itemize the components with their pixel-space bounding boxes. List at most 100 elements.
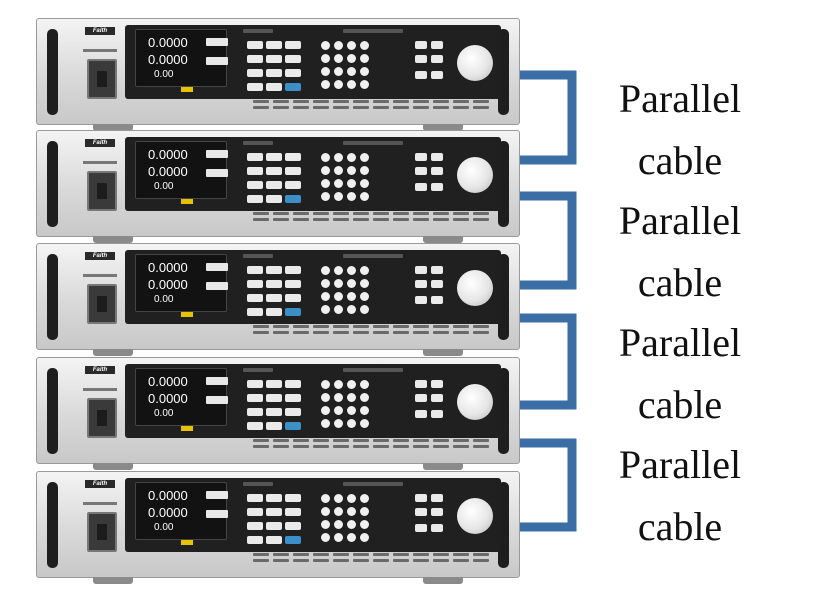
control-button[interactable]	[415, 494, 427, 502]
keypad-button[interactable]	[347, 419, 356, 428]
function-button[interactable]	[247, 408, 263, 416]
function-button[interactable]	[247, 294, 263, 302]
control-button[interactable]	[415, 380, 427, 388]
control-button[interactable]	[415, 508, 427, 516]
keypad-button[interactable]	[347, 533, 356, 542]
keypad-button[interactable]	[334, 80, 343, 89]
keypad-button[interactable]	[321, 380, 330, 389]
keypad-button[interactable]	[360, 179, 369, 188]
function-button[interactable]	[266, 55, 282, 63]
keypad-button[interactable]	[334, 292, 343, 301]
keypad-button[interactable]	[360, 533, 369, 542]
keypad-button[interactable]	[360, 380, 369, 389]
function-button[interactable]	[266, 69, 282, 77]
keypad-button[interactable]	[360, 67, 369, 76]
rotary-knob[interactable]	[457, 270, 493, 306]
keypad-button[interactable]	[334, 520, 343, 529]
keypad-button[interactable]	[321, 266, 330, 275]
keypad-button[interactable]	[347, 292, 356, 301]
keypad-button[interactable]	[360, 192, 369, 201]
control-button[interactable]	[431, 153, 443, 161]
function-button[interactable]	[247, 508, 263, 516]
keypad-button[interactable]	[334, 153, 343, 162]
control-button[interactable]	[415, 266, 427, 274]
keypad-button[interactable]	[321, 192, 330, 201]
keypad-button[interactable]	[334, 54, 343, 63]
keypad-button[interactable]	[360, 393, 369, 402]
keypad-button[interactable]	[347, 279, 356, 288]
keypad-button[interactable]	[321, 54, 330, 63]
function-button[interactable]	[285, 394, 301, 402]
control-button[interactable]	[431, 296, 443, 304]
keypad-button[interactable]	[347, 380, 356, 389]
function-button[interactable]	[285, 408, 301, 416]
power-switch[interactable]	[87, 512, 117, 552]
keypad-button[interactable]	[360, 305, 369, 314]
rotary-knob[interactable]	[457, 45, 493, 81]
function-button[interactable]	[285, 181, 301, 189]
function-button[interactable]	[247, 181, 263, 189]
control-button[interactable]	[415, 410, 427, 418]
keypad-button[interactable]	[360, 166, 369, 175]
keypad-button[interactable]	[334, 41, 343, 50]
function-button[interactable]	[285, 69, 301, 77]
keypad-button[interactable]	[360, 279, 369, 288]
keypad-button[interactable]	[334, 266, 343, 275]
keypad-button[interactable]	[360, 292, 369, 301]
control-button[interactable]	[415, 41, 427, 49]
keypad-button[interactable]	[334, 533, 343, 542]
function-button[interactable]	[266, 195, 282, 203]
keypad-button[interactable]	[347, 80, 356, 89]
rotary-knob[interactable]	[457, 384, 493, 420]
rotary-knob[interactable]	[457, 498, 493, 534]
keypad-button[interactable]	[360, 507, 369, 516]
keypad-button[interactable]	[334, 279, 343, 288]
control-button[interactable]	[431, 71, 443, 79]
control-button[interactable]	[431, 41, 443, 49]
control-button[interactable]	[431, 494, 443, 502]
keypad-button[interactable]	[360, 266, 369, 275]
keypad-button[interactable]	[334, 380, 343, 389]
function-button[interactable]	[247, 83, 263, 91]
keypad-button[interactable]	[321, 279, 330, 288]
keypad-button[interactable]	[334, 419, 343, 428]
function-button[interactable]	[285, 41, 301, 49]
keypad-button[interactable]	[321, 80, 330, 89]
keypad-button[interactable]	[321, 406, 330, 415]
function-button[interactable]	[266, 494, 282, 502]
control-button[interactable]	[415, 394, 427, 402]
function-button[interactable]	[285, 380, 301, 388]
function-button[interactable]	[247, 55, 263, 63]
function-button[interactable]	[266, 308, 282, 316]
rotary-knob[interactable]	[457, 157, 493, 193]
function-button[interactable]	[285, 280, 301, 288]
function-button[interactable]	[285, 508, 301, 516]
function-button[interactable]	[247, 280, 263, 288]
control-button[interactable]	[415, 296, 427, 304]
function-button[interactable]	[285, 153, 301, 161]
function-button[interactable]	[266, 280, 282, 288]
keypad-button[interactable]	[347, 266, 356, 275]
keypad-button[interactable]	[347, 494, 356, 503]
function-button[interactable]	[247, 380, 263, 388]
keypad-button[interactable]	[360, 54, 369, 63]
keypad-button[interactable]	[321, 533, 330, 542]
function-button[interactable]	[285, 55, 301, 63]
enter-button[interactable]	[285, 195, 301, 203]
keypad-button[interactable]	[347, 406, 356, 415]
control-button[interactable]	[415, 167, 427, 175]
keypad-button[interactable]	[334, 67, 343, 76]
keypad-button[interactable]	[334, 507, 343, 516]
keypad-button[interactable]	[347, 393, 356, 402]
keypad-button[interactable]	[334, 166, 343, 175]
keypad-button[interactable]	[321, 153, 330, 162]
keypad-button[interactable]	[321, 179, 330, 188]
control-button[interactable]	[415, 153, 427, 161]
control-button[interactable]	[431, 524, 443, 532]
keypad-button[interactable]	[347, 305, 356, 314]
enter-button[interactable]	[285, 536, 301, 544]
power-switch[interactable]	[87, 284, 117, 324]
function-button[interactable]	[285, 294, 301, 302]
keypad-button[interactable]	[321, 41, 330, 50]
keypad-button[interactable]	[347, 179, 356, 188]
